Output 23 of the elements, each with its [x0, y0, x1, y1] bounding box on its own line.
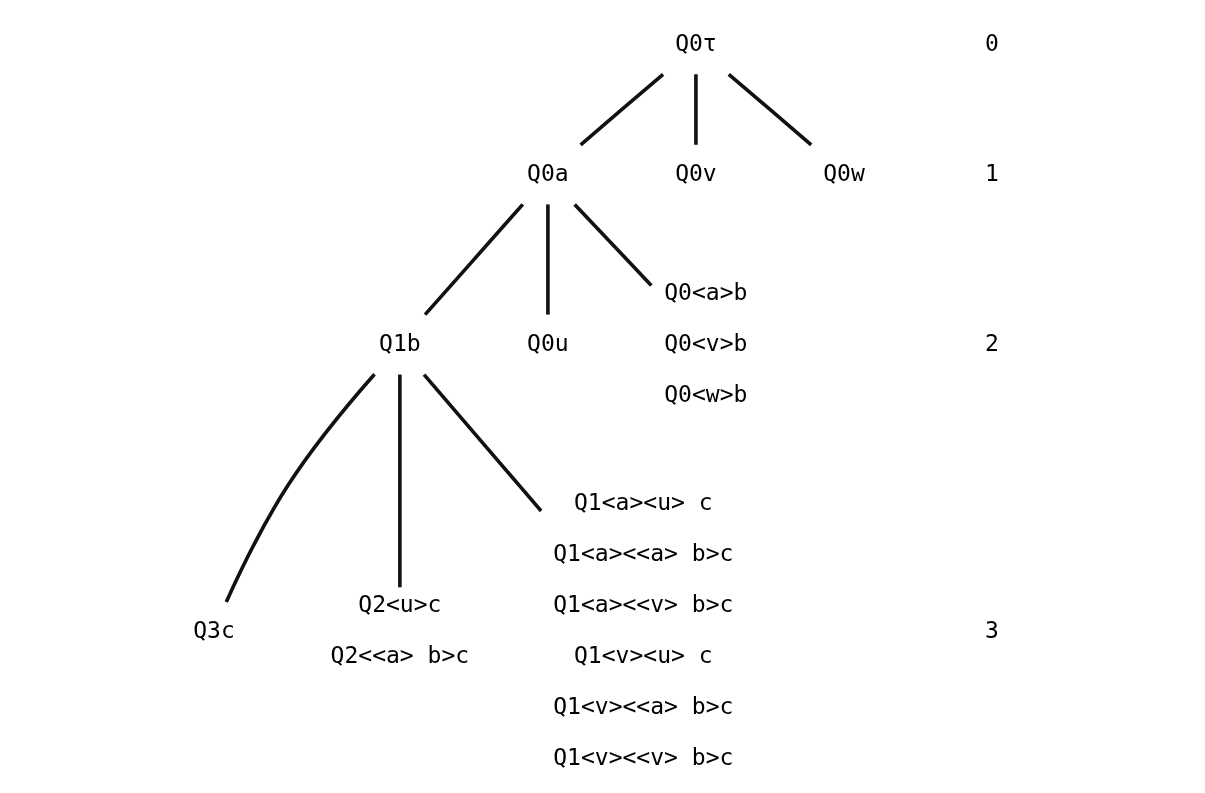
node-text: Q1b: [378, 329, 421, 356]
node-text: Q0w: [822, 159, 865, 186]
label: 3: [984, 616, 999, 643]
connector: [224, 373, 376, 603]
node-text: Q0a: [526, 159, 569, 186]
label: 0: [984, 29, 999, 56]
connector: [572, 203, 653, 287]
label: 2: [984, 329, 999, 356]
label: 1: [984, 159, 999, 186]
connector: [545, 204, 550, 315]
node-text: Q0v: [674, 159, 717, 186]
node-text: Q0τ: [674, 29, 717, 56]
node-text: Q0<a>b Q0<v>b Q0<w>b: [663, 278, 747, 407]
node-text: Q1<a><u> c Q1<a><<a> b>c Q1<a><<v> b>c Q1<v><u> c Q1<v><<a> b>c Q1<v><<v> b>c: [552, 489, 733, 771]
node-text: Q2<u>c Q2<<a> b>c: [330, 591, 469, 669]
connector: [693, 74, 698, 145]
node-text: Q0u: [526, 329, 569, 356]
connector: [422, 373, 542, 513]
connector: [727, 72, 812, 147]
connector: [397, 374, 402, 588]
node-text: Q3c: [192, 616, 235, 643]
connector: [579, 72, 664, 147]
connector: [423, 203, 524, 316]
